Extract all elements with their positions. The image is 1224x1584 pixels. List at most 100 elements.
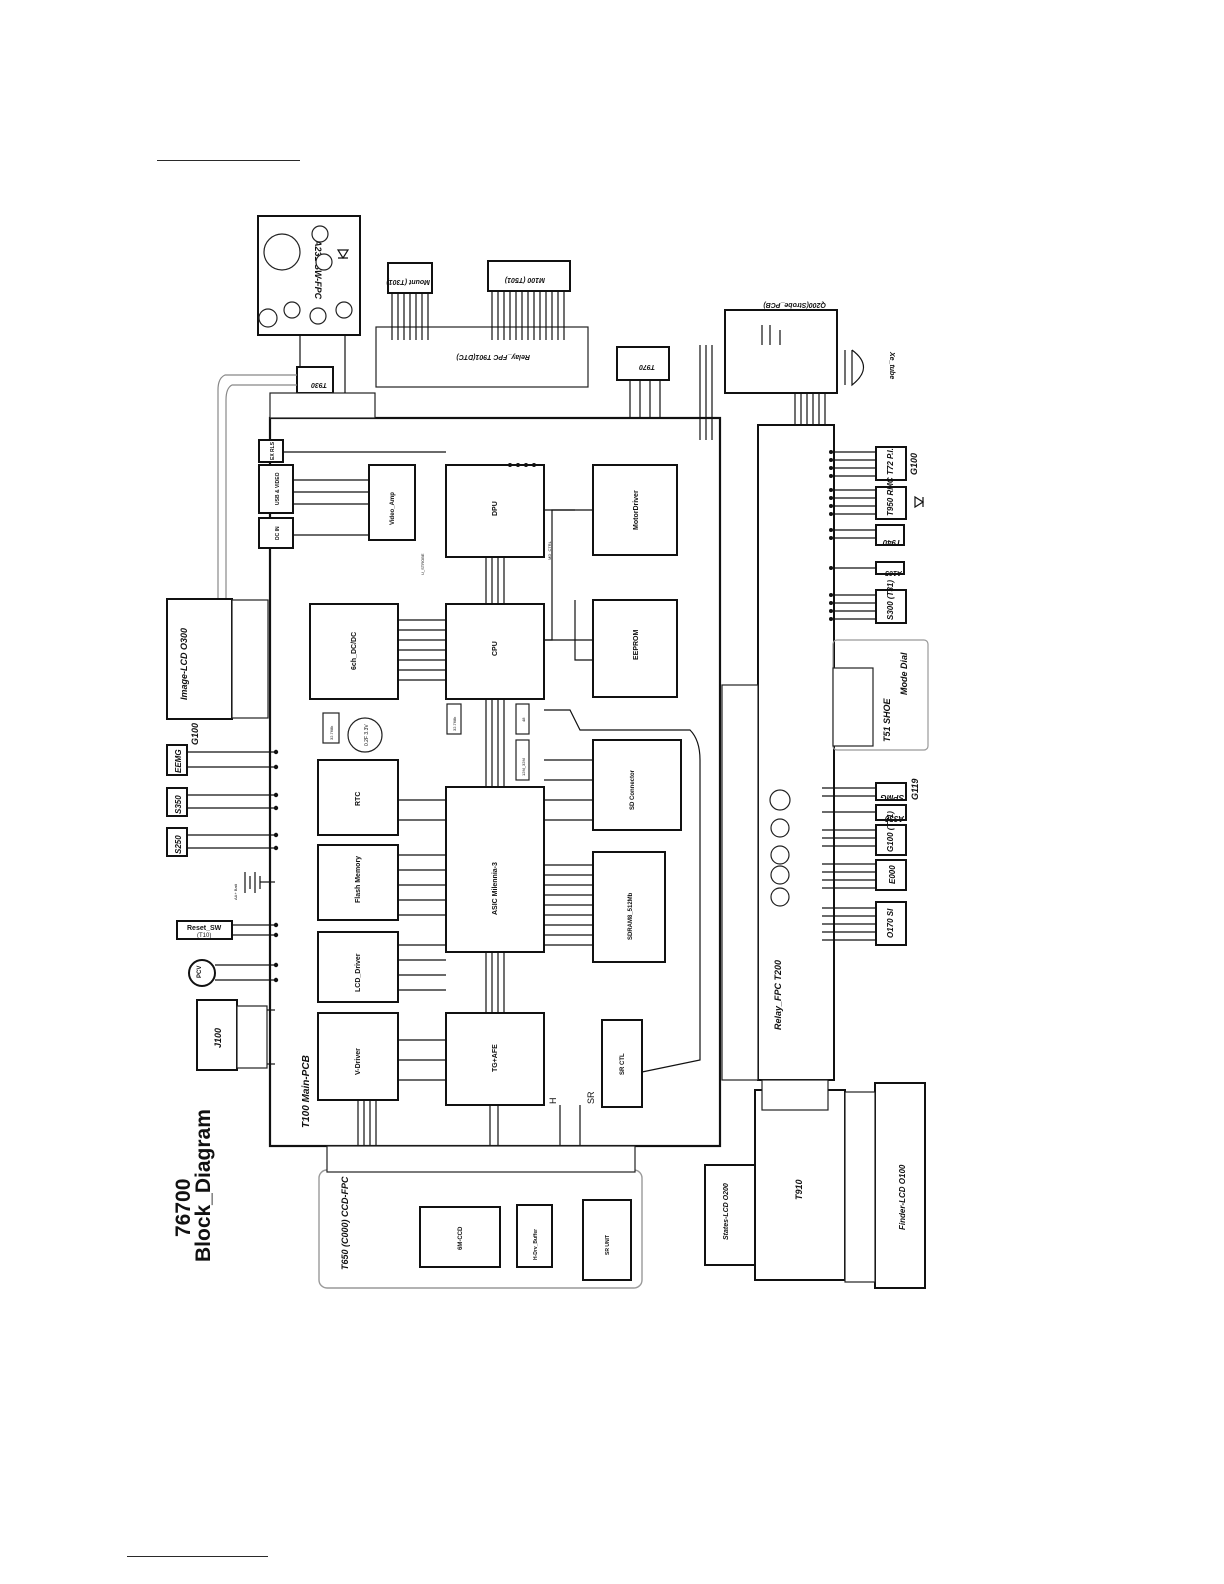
crystal-4-label: 12M_32M: [521, 758, 526, 776]
xe-tube-icon: [844, 349, 865, 387]
t940-box: [875, 524, 905, 546]
mount-label: Mount (T301): [386, 278, 430, 285]
ccd-block: [419, 1206, 501, 1268]
crystal-4: [515, 739, 530, 781]
relay-fpc-t200-pinlist: [721, 684, 759, 1081]
u-strobe-label: U_STROBE: [420, 553, 425, 575]
m100-t501: [487, 260, 571, 292]
rtc-label: RTC: [355, 792, 362, 806]
relay-part-3: [770, 845, 790, 865]
finder-lcd-label: Finder-LCD O100: [898, 1164, 907, 1230]
o170-box: [875, 901, 907, 946]
sw-button-5: [311, 225, 329, 243]
pcv-part: [188, 959, 216, 987]
g100-left-label: G100: [190, 723, 200, 745]
ex-rls-label: EX RLS: [270, 441, 276, 460]
internal-wires: [283, 451, 701, 1146]
t970-connector: [616, 346, 670, 381]
sw-led-icon: [336, 249, 350, 260]
cpu-label: CPU: [492, 641, 499, 656]
relay-part-5: [770, 887, 790, 907]
t950-led-icon: [914, 495, 925, 509]
sdram-label: SDRAM8_512Mb: [628, 892, 634, 940]
v-driver-block: [317, 1012, 399, 1101]
left-junctions: [273, 450, 833, 983]
t51-shoe-label: T51 SHOE: [882, 697, 892, 742]
motordriver-block: [592, 464, 678, 556]
ccd-fpc-pinlist: [326, 1145, 636, 1173]
sw-dial: [263, 233, 301, 271]
image-lcd-pinlist: [231, 599, 269, 719]
crystal-3-label: 48: [521, 717, 526, 722]
s250-box: [166, 827, 188, 857]
sr-unit-block: [582, 1199, 632, 1281]
cpu-block: [445, 603, 545, 700]
pcv-label: PCV: [197, 966, 203, 978]
sw-fpc-label: A231 SW-FPC: [313, 239, 323, 300]
t72-box: [875, 446, 907, 481]
ex-rls-block: [258, 439, 284, 463]
tg-afe-block: [445, 1012, 545, 1106]
t970-label: T970: [639, 363, 655, 370]
diagram-number: 76700: [172, 1179, 195, 1237]
j100-label: J100: [213, 1028, 223, 1048]
crystal-2: [446, 703, 462, 735]
j100-pinlist: [236, 1005, 268, 1069]
supercap: [347, 717, 383, 753]
strobe-pins: [794, 393, 826, 425]
sd-connector-block: [592, 739, 682, 831]
eeprom-label: EEPROM: [633, 629, 640, 660]
lcd-driver-block: [317, 931, 399, 1003]
strobe-coil-icon: [761, 325, 781, 345]
h-drv-label: H-Drv_Buffer: [533, 1229, 539, 1260]
j100-box: [196, 999, 238, 1071]
finder-lcd-box: [874, 1082, 926, 1289]
relay-part-1: [769, 789, 791, 811]
dc-in-label: DC IN: [275, 526, 281, 540]
battery-icon: [244, 872, 275, 893]
strobe-pcb: [724, 309, 838, 394]
flash-block: [317, 844, 399, 921]
h-drv-block: [516, 1204, 553, 1268]
relay-part-4: [770, 865, 790, 885]
t910-board: [754, 1089, 846, 1281]
states-lcd-box: [704, 1164, 756, 1266]
s300-label: S300 (T31): [886, 580, 895, 620]
image-lcd-label: Image-LCD O300: [179, 628, 189, 700]
battery-label: AA+ Batt: [233, 883, 238, 900]
eemg-label: EEMG: [174, 749, 183, 773]
left-wires: [187, 751, 275, 1065]
xe-tube-label: Xe_tube: [888, 351, 895, 379]
o170-label: O170 SI: [886, 908, 895, 938]
spmg-box: [875, 782, 907, 801]
t950-label: T950 RMC: [886, 477, 895, 516]
t950-box: [875, 486, 907, 520]
sw-button-2: [283, 301, 301, 319]
sw-button-3: [309, 307, 327, 325]
dc-in-block: [258, 517, 294, 549]
top-underline: [157, 160, 300, 161]
v-driver-label: V-Driver: [355, 1048, 362, 1075]
sdram-block: [592, 851, 666, 963]
usb-video-label: USB & VIDEO: [275, 472, 281, 505]
dpu-label: DPU: [492, 501, 499, 516]
sr-ctl-block: [601, 1019, 643, 1108]
strobe-pcb-label: Q200(Strobe_PCB): [763, 301, 826, 308]
spmg-label: SPMG: [880, 793, 904, 802]
reset-sw-box: [176, 920, 233, 940]
dcdc-block: [309, 603, 399, 700]
asic-label: ASIC Milennia-3: [492, 862, 499, 915]
e000-label: E000: [888, 865, 897, 884]
image-lcd-box: [166, 598, 233, 720]
dc-lock-wire-2: [225, 384, 297, 605]
sr-signal-label: SR: [586, 1091, 596, 1104]
dc-lock-wire: [217, 374, 297, 605]
a105-label: A105: [885, 569, 903, 576]
usb-video-block: [258, 464, 294, 514]
t930-connector: [296, 366, 334, 394]
crystal-3: [515, 703, 530, 735]
sw-fpc-wires: [299, 335, 346, 393]
shoe-pinlist: [832, 667, 874, 747]
g100-right-label: G100: [909, 453, 919, 475]
